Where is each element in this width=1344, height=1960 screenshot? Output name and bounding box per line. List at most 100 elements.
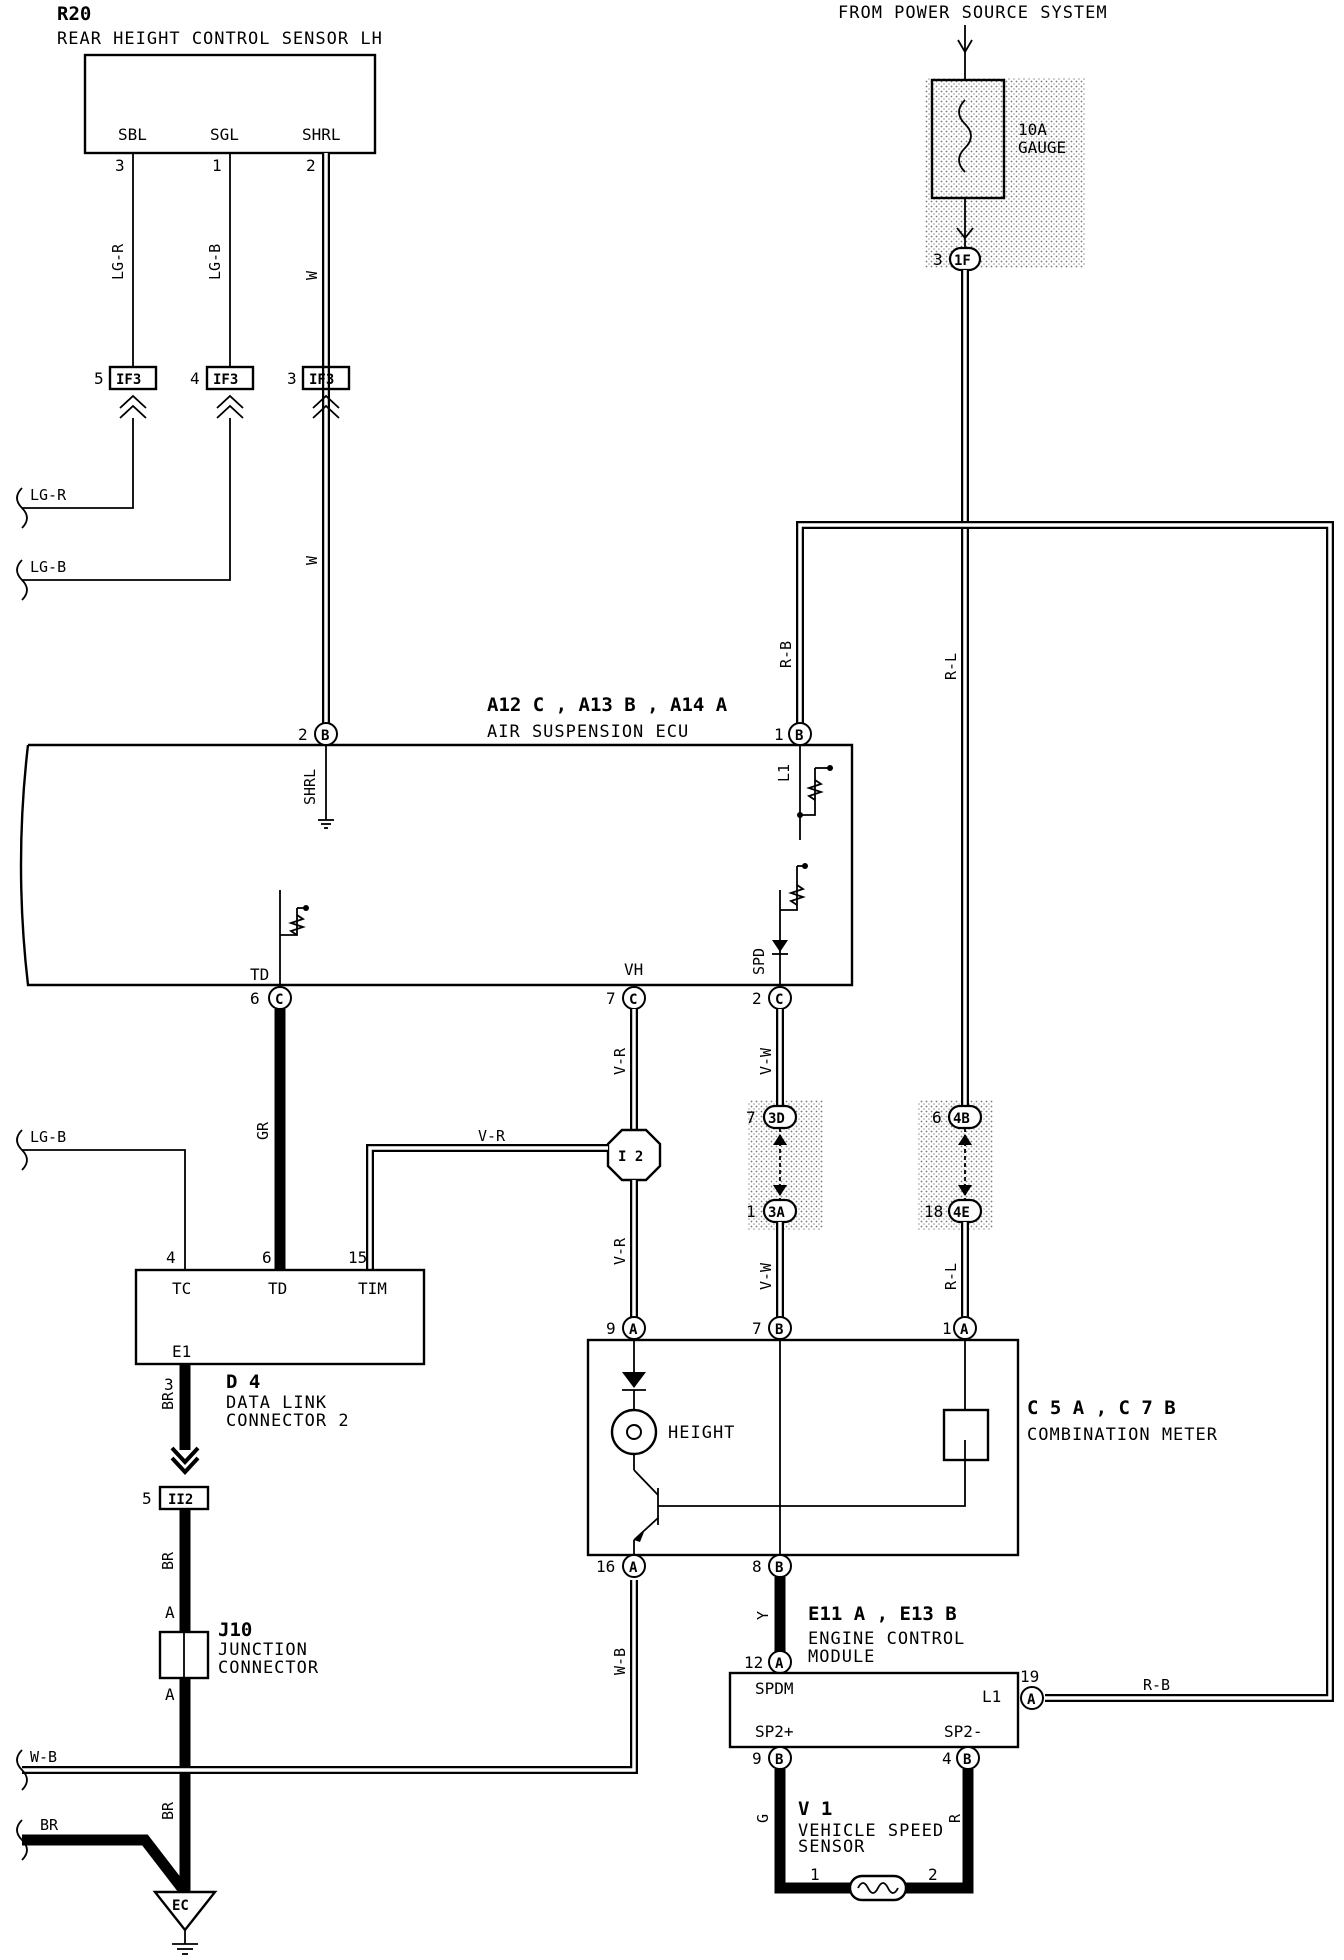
wire-label-w-b-v: W-B	[611, 1648, 629, 1675]
connector-ii2: 5 II2	[142, 1485, 210, 1511]
meter-pin-16a-num: 16	[596, 1557, 615, 1576]
ecu-spd-pullup	[780, 880, 798, 911]
engine-control-module: E11 A , E13 B ENGINE CONTROL MODULE 12 A…	[728, 1603, 1044, 1770]
c3d-num: 7	[746, 1108, 756, 1127]
arrow-3a	[773, 1185, 787, 1196]
c3a-label: 3A	[768, 1205, 785, 1221]
ecm-spdm: SPDM	[755, 1679, 794, 1698]
connector-4e: 18 4E	[924, 1198, 983, 1224]
connector-if3-3: 3 IF3	[287, 365, 351, 419]
ecu-l1-resistor-icon	[806, 779, 824, 801]
dlc-box	[134, 1268, 426, 1366]
ecu-pin-6c-letter: C	[275, 992, 283, 1008]
dlc-tim: TIM	[358, 1279, 387, 1298]
wire-br-side	[22, 1834, 190, 1896]
wire-break-lg-b-2	[16, 1129, 28, 1171]
wire-w-b-inner	[22, 1580, 636, 1772]
connector-if3-4: 4 IF3	[190, 365, 255, 419]
wire-label-v-r-2: V-R	[611, 1237, 629, 1265]
dlc-pin-15: 15	[348, 1248, 367, 1267]
dlc-name-1: DATA LINK	[226, 1393, 327, 1413]
meter-box	[586, 1338, 1020, 1557]
vss-pin-2: 2	[928, 1865, 938, 1884]
if3-label-5: IF3	[116, 372, 141, 388]
side-wire-lg-b: LG-B	[30, 558, 66, 576]
dlc-pin-6: 6	[262, 1248, 272, 1267]
connector-3d: 7 3D	[746, 1104, 798, 1130]
ii2-num: 5	[142, 1489, 152, 1508]
wire-w-b	[22, 1580, 638, 1774]
meter-name: COMBINATION METER	[1027, 1425, 1218, 1445]
ecu-td-resistor-icon	[288, 914, 306, 936]
vss-name-2: SENSOR	[798, 1837, 865, 1857]
wire-label-g: G	[754, 1814, 772, 1823]
if3-box-4	[205, 365, 255, 391]
c1f-label: 1F	[954, 253, 971, 269]
meter-pin-1a	[953, 1316, 977, 1340]
connector-if3-5: 5 IF3	[94, 365, 158, 419]
ecu-vh-term: VH	[624, 960, 643, 979]
if3-label-3: IF3	[309, 372, 334, 388]
j10-pin-a-bottom: A	[165, 1685, 175, 1704]
fuse-name: GAUGE	[1018, 138, 1066, 157]
ecu-pin-2b-num: 2	[298, 725, 308, 744]
arrow-3d	[773, 1134, 787, 1145]
c3d-label: 3D	[768, 1111, 785, 1127]
meter-pin-16a-letter: A	[629, 1560, 638, 1576]
fuse-rating: 10A	[1018, 120, 1047, 139]
ecm-pin-4b-letter: B	[963, 1752, 971, 1768]
wire-label-r-l-2: R-L	[942, 1263, 960, 1290]
dlc-name-2: CONNECTOR 2	[226, 1411, 350, 1431]
meter-pin-7b	[768, 1316, 792, 1340]
ecu-td-term: TD	[250, 965, 269, 984]
ecu-pin-6c-num: 6	[250, 989, 260, 1008]
ecm-ref: E11 A , E13 B	[808, 1603, 957, 1625]
wire-label-w-1: W	[303, 270, 321, 280]
vehicle-speed-sensor: V 1 VEHICLE SPEED SENSOR 1 2	[798, 1798, 944, 1902]
meter-ref: C 5 A , C 7 B	[1027, 1397, 1176, 1419]
if3-box-3	[301, 365, 351, 391]
wire-v-r-h	[366, 1144, 608, 1270]
wire-break-br	[16, 1819, 28, 1861]
ecu-shrl-label: SHRL	[301, 769, 319, 805]
if3-pin-4: 4	[190, 369, 200, 388]
i2-label: I 2	[618, 1149, 643, 1165]
meter-pin-1a-letter: A	[960, 1322, 969, 1338]
wire-label-r-b-bottom: R-B	[1143, 1676, 1170, 1694]
wire-break-lg-r	[16, 487, 28, 529]
wire-g	[774, 1769, 850, 1894]
vss-name-1: VEHICLE SPEED	[798, 1821, 944, 1841]
wire-r-b-loop	[796, 521, 1334, 1702]
dlc-pin-4: 4	[166, 1248, 176, 1267]
dlc-id: D 4	[226, 1371, 260, 1393]
ecu-spd-diode-icon	[772, 940, 788, 952]
ii2-label: II2	[168, 1492, 193, 1508]
ecu-pin-7c-num: 7	[606, 989, 616, 1008]
ecu-name: AIR SUSPENSION ECU	[487, 722, 689, 742]
ecm-pin-9b-letter: B	[775, 1752, 783, 1768]
ecm-l1: L1	[982, 1687, 1001, 1706]
wire-label-r-b-top: R-B	[777, 641, 795, 668]
ecm-name-2: MODULE	[808, 1647, 875, 1667]
dlc-e1-num: 3	[164, 1375, 174, 1394]
wire-label-br-2: BR	[159, 1551, 177, 1570]
ecu-spd-term: SPD	[750, 948, 768, 975]
ecu-spd-resistor-icon	[788, 884, 806, 906]
ii2-chevron	[170, 1446, 200, 1465]
sensor-pin-num-3: 3	[115, 156, 125, 175]
wire-label-v-w-1: V-W	[757, 1047, 775, 1075]
if3-pin-3: 3	[287, 369, 297, 388]
ecu-l1-node	[797, 812, 803, 818]
meter-pin-7b-letter: B	[775, 1322, 783, 1338]
data-link-connector-d4: 4 6 15 TC TD TIM E1 D 4 DATA LINK CONNEC…	[134, 1248, 426, 1431]
ecu-pin-7c-letter: C	[629, 992, 637, 1008]
sensor-name: REAR HEIGHT CONTROL SENSOR LH	[57, 29, 383, 49]
meter-pin-9a-letter: A	[629, 1322, 638, 1338]
dlc-tc: TC	[172, 1279, 191, 1298]
ecm-pin-12a-num: 12	[744, 1653, 763, 1672]
transistor-collector	[633, 1469, 659, 1496]
fuse-arrow-1	[956, 227, 974, 240]
wire-label-r-l: R-L	[942, 653, 960, 680]
power-source-label: FROM POWER SOURCE SYSTEM	[838, 3, 1108, 23]
